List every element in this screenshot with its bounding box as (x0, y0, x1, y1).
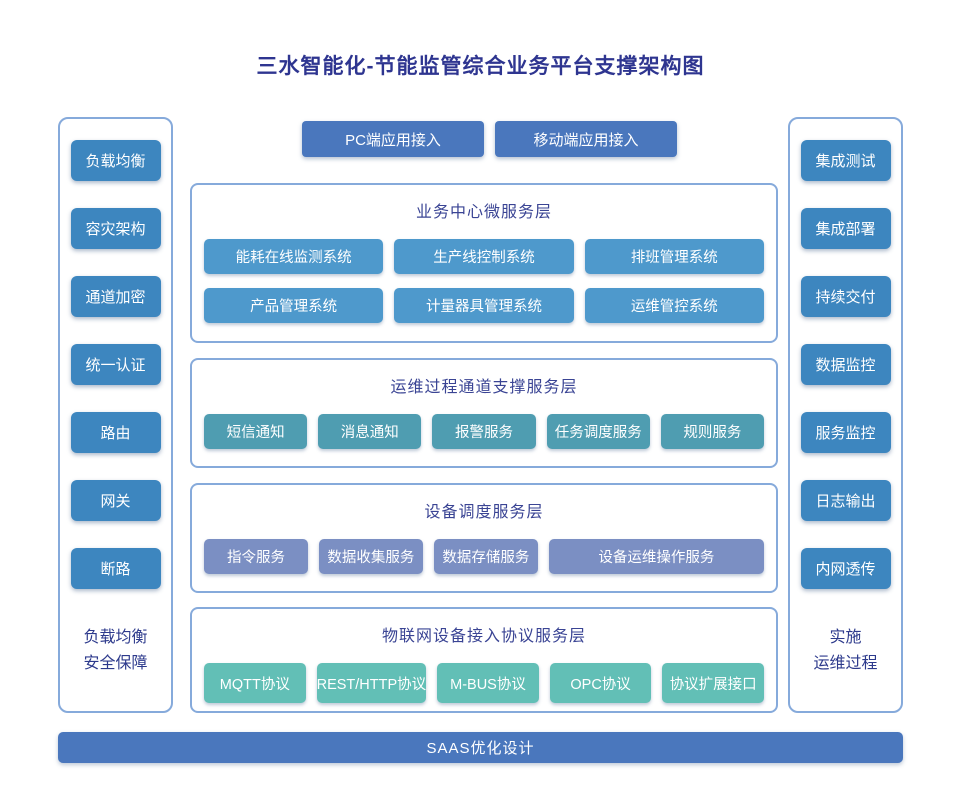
service-node: 运维管控系统 (584, 288, 764, 323)
service-node: OPC协议 (549, 663, 652, 703)
service-node: M-BUS协议 (437, 663, 539, 703)
left-panel-label: 负载均衡安全保障 (83, 625, 147, 677)
service-node: 数据存储服务 (433, 539, 538, 574)
left-panel-label-line-1: 安全保障 (83, 655, 148, 672)
right-panel-node-2: 持续交付 (800, 276, 891, 317)
left-panel: 负载均衡容灾架构通道加密统一认证路由网关断路 负载均衡安全保障 (58, 117, 173, 713)
saas-optimization-bar: SAAS优化设计 (58, 732, 903, 763)
page-title: 三水智能化-节能监管综合业务平台支撑架构图 (256, 55, 705, 78)
left-panel-node-2: 通道加密 (70, 276, 161, 317)
device-scheduling-service-layer: 设备调度服务层指令服务数据收集服务数据存储服务设备运维操作服务 (190, 483, 778, 593)
service-node: 报警服务 (432, 414, 536, 449)
service-node: 短信通知 (204, 414, 308, 449)
service-node: 计量器具管理系统 (394, 288, 574, 323)
left-panel-node-4: 路由 (70, 412, 161, 453)
service-node: 协议扩展接口 (662, 663, 764, 703)
service-node: 消息通知 (318, 414, 422, 449)
left-panel-node-1: 容灾架构 (70, 208, 161, 249)
business-center-microservices-layer-title: 业务中心微服务层 (415, 204, 552, 221)
right-panel-node-4: 服务监控 (800, 412, 891, 453)
ops-process-channel-support-layer-title: 运维过程通道支撑服务层 (390, 379, 578, 396)
service-node: 能耗在线监测系统 (204, 239, 384, 274)
left-panel-node-0: 负载均衡 (70, 140, 161, 181)
service-node: 设备运维操作服务 (548, 539, 764, 574)
business-center-microservices-layer: 业务中心微服务层能耗在线监测系统生产线控制系统排班管理系统产品管理系统计量器具管… (190, 183, 778, 343)
business-center-microservices-layer-row-0: 能耗在线监测系统生产线控制系统排班管理系统 (204, 239, 764, 274)
top-access-node-0: PC端应用接入 (302, 121, 484, 157)
service-node: 任务调度服务 (546, 414, 650, 449)
left-panel-node-3: 统一认证 (70, 344, 161, 385)
business-center-microservices-layer-rows: 能耗在线监测系统生产线控制系统排班管理系统产品管理系统计量器具管理系统运维管控系… (204, 239, 764, 323)
left-panel-node-6: 断路 (70, 548, 161, 589)
right-panel-node-0: 集成测试 (800, 140, 891, 181)
device-scheduling-service-layer-title: 设备调度服务层 (424, 504, 544, 521)
right-panel-label-line-0: 实施 (829, 629, 862, 646)
service-node: MQTT协议 (204, 663, 306, 703)
right-panel-label-line-1: 运维过程 (813, 655, 878, 672)
service-node: 生产线控制系统 (394, 239, 574, 274)
right-panel-node-3: 数据监控 (800, 344, 891, 385)
service-node: 数据收集服务 (318, 539, 423, 574)
service-node: REST/HTTP协议 (316, 663, 427, 703)
ops-process-channel-support-layer: 运维过程通道支撑服务层短信通知消息通知报警服务任务调度服务规则服务 (190, 358, 778, 468)
left-panel-node-5: 网关 (70, 480, 161, 521)
iot-device-access-protocol-layer-title: 物联网设备接入协议服务层 (381, 628, 586, 645)
right-panel-node-6: 内网透传 (800, 548, 891, 589)
device-scheduling-service-layer-row-0: 指令服务数据收集服务数据存储服务设备运维操作服务 (204, 539, 764, 574)
device-scheduling-service-layer-rows: 指令服务数据收集服务数据存储服务设备运维操作服务 (204, 539, 764, 574)
service-node: 规则服务 (660, 414, 765, 449)
left-panel-label-line-0: 负载均衡 (83, 629, 148, 646)
business-center-microservices-layer-row-1: 产品管理系统计量器具管理系统运维管控系统 (204, 288, 764, 323)
service-node: 指令服务 (204, 539, 308, 574)
left-panel-nodes: 负载均衡容灾架构通道加密统一认证路由网关断路 (70, 140, 161, 589)
service-node: 排班管理系统 (584, 239, 764, 274)
right-panel-nodes: 集成测试集成部署持续交付数据监控服务监控日志输出内网透传 (800, 140, 891, 589)
ops-process-channel-support-layer-rows: 短信通知消息通知报警服务任务调度服务规则服务 (204, 414, 765, 449)
right-panel-node-1: 集成部署 (800, 208, 891, 249)
service-node: 产品管理系统 (204, 288, 384, 323)
ops-process-channel-support-layer-row-0: 短信通知消息通知报警服务任务调度服务规则服务 (204, 414, 765, 449)
right-panel: 集成测试集成部署持续交付数据监控服务监控日志输出内网透传 实施运维过程 (788, 117, 903, 713)
right-panel-label: 实施运维过程 (813, 625, 877, 677)
top-access-node-1: 移动端应用接入 (495, 121, 677, 157)
right-panel-node-5: 日志输出 (800, 480, 891, 521)
